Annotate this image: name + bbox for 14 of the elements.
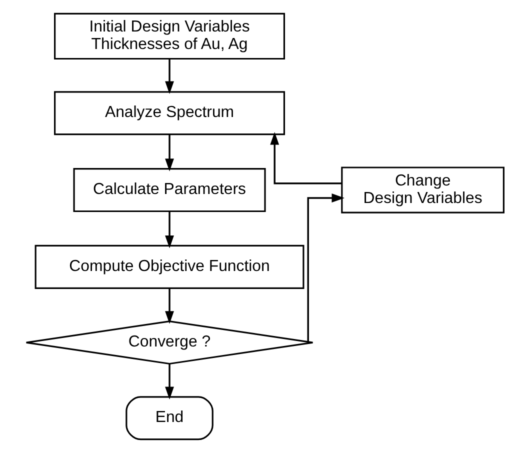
node-box: Change Design Variables — [341, 166, 504, 214]
node-box: End — [126, 396, 214, 440]
arrow — [165, 134, 174, 172]
arrow — [270, 132, 342, 184]
node-box: Calculate Parameters — [73, 168, 266, 212]
node-box: Compute Objective Function — [34, 244, 304, 289]
arrow — [165, 58, 174, 94]
node-box: Analyze Spectrum — [54, 91, 286, 136]
arrow — [307, 194, 345, 342]
arrow — [165, 364, 174, 400]
node-box: Initial Design Variables Thicknesses of Au, Ag — [54, 12, 286, 60]
arrow — [165, 211, 174, 248]
node-diamond: Converge ? — [26, 320, 314, 365]
arrow — [165, 288, 174, 324]
